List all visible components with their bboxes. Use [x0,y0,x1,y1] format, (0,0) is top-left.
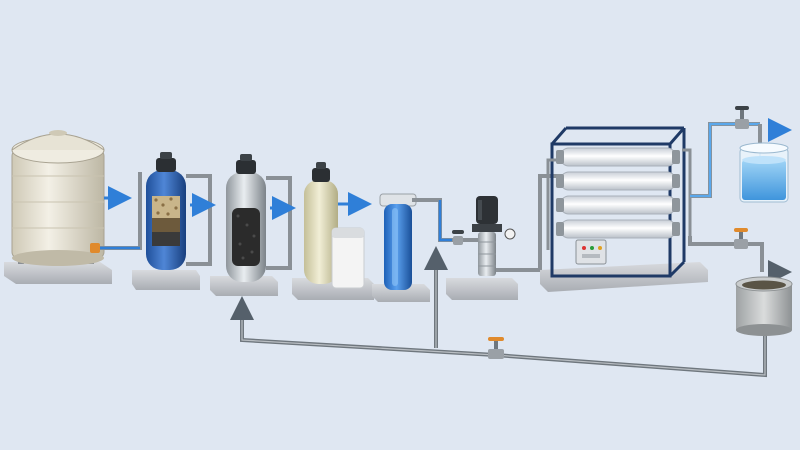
ro-membrane-rack [540,126,708,292]
raw-water-tank [4,130,112,284]
cartridge-filter [372,193,452,302]
ro-membrane-tubes [556,147,680,239]
permeate-valve[interactable] [735,106,749,129]
activated-carbon-filter [210,154,296,296]
concentrate-drain-basin [735,276,793,336]
high-pressure-pump [446,174,560,300]
feed-pipe-1 [90,172,142,253]
pump-inlet-valve[interactable] [452,230,464,245]
concentrate-line [688,236,792,284]
ro-control-panel[interactable] [575,239,607,265]
product-water-tank [739,124,789,203]
water-softener [292,162,374,300]
concentrate-valve[interactable] [734,228,748,249]
return-line-valve[interactable] [488,337,504,359]
multimedia-filter [132,152,216,290]
